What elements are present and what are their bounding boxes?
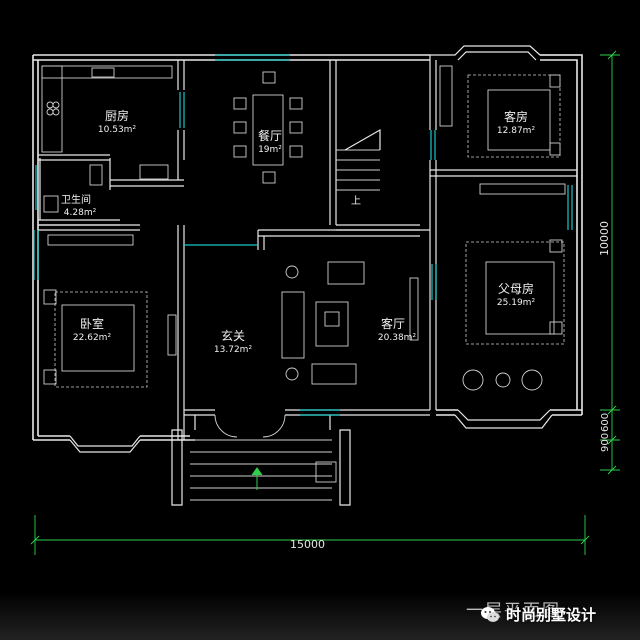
living-room-area: 20.38m² xyxy=(378,333,417,343)
dimension-lines xyxy=(30,50,620,555)
dining-area: 19m² xyxy=(258,145,282,155)
outer-walls xyxy=(32,45,583,453)
wechat-icon xyxy=(481,606,499,622)
foyer-area: 13.72m² xyxy=(214,345,253,355)
guest-room-label: 客房 xyxy=(504,109,528,124)
dining-label: 餐厅 xyxy=(258,128,282,143)
room-labels: 厨房 10.53m² 餐厅 19m² 客房 12.87m² 卫生间 4.28m²… xyxy=(61,108,535,355)
windows xyxy=(33,54,573,416)
width-dimension: 15000 xyxy=(290,538,325,551)
parents-room-area: 25.19m² xyxy=(497,298,536,308)
bathroom-area: 4.28m² xyxy=(64,208,97,218)
kitchen-area: 10.53m² xyxy=(98,125,137,135)
bedroom-area: 22.62m² xyxy=(73,333,112,343)
bathroom-label: 卫生间 xyxy=(61,193,91,206)
kitchen-label: 厨房 xyxy=(105,108,129,123)
brand-watermark: 时尚别墅设计 xyxy=(480,604,596,625)
parents-room-label: 父母房 xyxy=(498,281,534,296)
furniture xyxy=(41,65,566,483)
living-room-label: 客厅 xyxy=(381,316,405,331)
porch-dimension-b: 600 xyxy=(600,413,611,432)
bedroom-label: 卧室 xyxy=(80,316,104,331)
foyer-label: 玄关 xyxy=(221,328,245,343)
interior-walls xyxy=(38,60,437,506)
porch-dimension-a: 900 xyxy=(600,433,611,452)
brand-text: 时尚别墅设计 xyxy=(506,606,597,624)
depth-dimension: 10000 xyxy=(598,221,611,256)
stair-up-label: 上 xyxy=(351,195,361,207)
guest-room-area: 12.87m² xyxy=(497,126,536,136)
footer-overlay xyxy=(0,592,640,640)
